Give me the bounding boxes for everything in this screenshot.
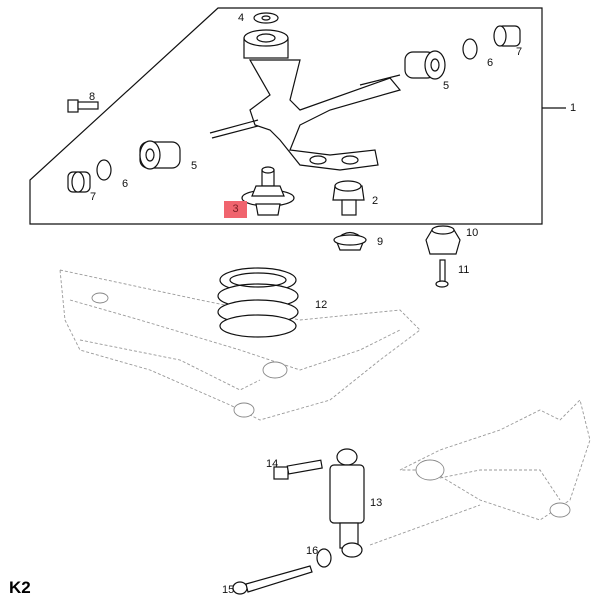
callout-12: 12 (315, 299, 328, 311)
bushing-part-7-right (493, 25, 521, 47)
callout-4: 4 (238, 12, 245, 24)
callout-11: 11 (458, 264, 470, 276)
callout-13: 13 (370, 497, 383, 509)
coil-spring-part-12 (217, 267, 299, 338)
bolt-part-11 (435, 259, 449, 288)
bushing-part-7-left (67, 171, 91, 193)
washer-part-6-right (462, 38, 478, 60)
control-arm-part (209, 29, 402, 171)
callout-10: 10 (466, 227, 479, 239)
callout-7-left: 7 (90, 191, 97, 203)
bolt-part-14 (273, 459, 323, 480)
callout-5-right: 5 (443, 80, 450, 92)
washer-part-16 (316, 548, 332, 568)
bushing-part-5-left (139, 140, 181, 170)
callout-8: 8 (89, 91, 96, 103)
ball-joint-part-3 (241, 166, 295, 216)
callout-15: 15 (222, 584, 235, 596)
callout-3-highlighted[interactable]: 3 (224, 201, 247, 218)
callout-16: 16 (306, 545, 319, 557)
page-code: K2 (9, 578, 31, 597)
shock-absorber-part-13 (329, 448, 365, 558)
callout-6-right: 6 (487, 57, 494, 69)
bolt-part-8 (67, 99, 99, 113)
bolt-part-15 (232, 565, 313, 595)
callout-5-left: 5 (191, 160, 198, 172)
subframe-ghost (59, 269, 591, 546)
assembly-frame (29, 7, 543, 225)
ball-joint-part-2 (332, 180, 365, 216)
callout-2: 2 (372, 195, 379, 207)
callout-1: 1 (570, 102, 577, 114)
mount-part-10 (425, 225, 461, 255)
callout-7-right: 7 (516, 46, 523, 58)
washer-part-6-left (96, 159, 112, 181)
bushing-part-9 (333, 231, 367, 251)
bushing-part-5-right (404, 50, 446, 80)
callout-6-left: 6 (122, 178, 129, 190)
callout-14: 14 (266, 458, 279, 470)
callout-9: 9 (377, 236, 384, 248)
